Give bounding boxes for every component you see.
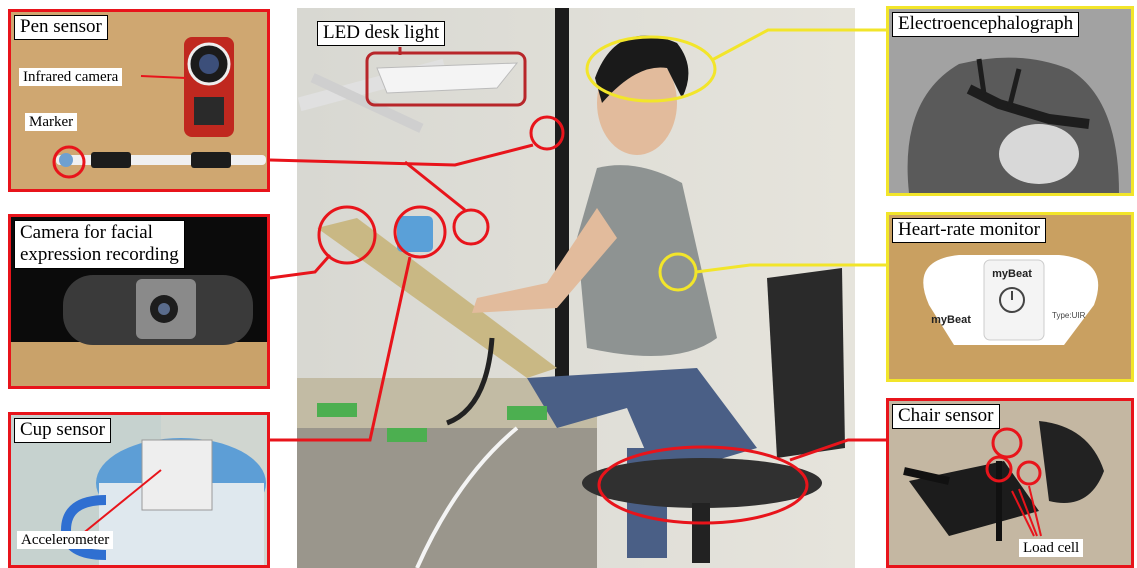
- facial-camera-title-line1: Camera for facial: [20, 222, 153, 243]
- chair-sensor-panel: Chair sensor Load cell: [886, 398, 1134, 568]
- facial-camera-title-line2: expression recording: [20, 244, 179, 265]
- pen-sensor-title: Pen sensor: [14, 15, 108, 40]
- eeg-photo: [889, 9, 1131, 193]
- facial-camera-title: Camera for facial expression recording: [14, 220, 185, 269]
- mybeat-side-logo-text: myBeat: [931, 314, 971, 326]
- led-desk-light-label: LED desk light: [317, 21, 446, 46]
- mybeat-type-text: Type:UIR: [1052, 311, 1086, 320]
- cup-sensor-title: Cup sensor: [14, 418, 111, 443]
- pen-sensor-panel: Pen sensor Infrared camera Marker: [8, 9, 270, 192]
- lab-scene-illustration: [297, 8, 855, 568]
- marker-label: Marker: [25, 113, 78, 131]
- mybeat-logo-text: myBeat: [992, 268, 1032, 280]
- load-cell-label: Load cell: [1019, 539, 1084, 557]
- infrared-camera-label: Infrared camera: [19, 68, 123, 86]
- marker-highlight-circle: [52, 145, 86, 179]
- accelerometer-label: Accelerometer: [17, 531, 114, 549]
- heart-rate-title: Heart-rate monitor: [892, 218, 1046, 243]
- cup-sensor-photo: [11, 415, 267, 565]
- cup-sensor-panel: Cup sensor Accelerometer: [8, 412, 270, 568]
- eeg-panel: Electroencephalograph: [886, 6, 1134, 196]
- facial-camera-panel: Camera for facial expression recording: [8, 214, 270, 389]
- central-photo: [297, 8, 855, 568]
- chair-sensor-title: Chair sensor: [892, 404, 1000, 429]
- heart-rate-panel: myBeat myBeat Type:UIR Heart-rate monito…: [886, 212, 1134, 382]
- eeg-title: Electroencephalograph: [892, 12, 1080, 37]
